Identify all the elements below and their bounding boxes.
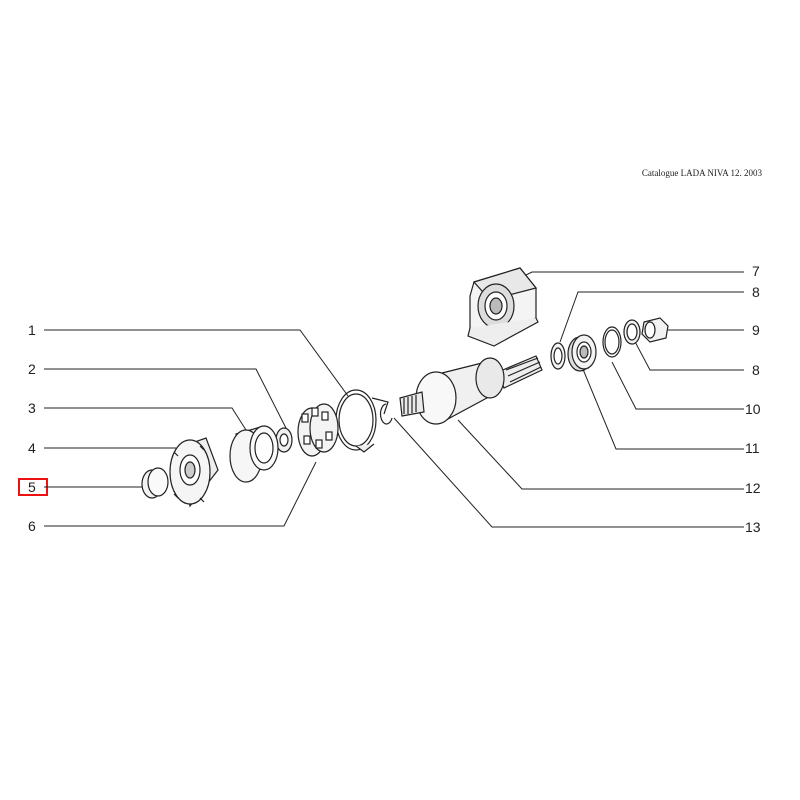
clamp-part-1 [335, 389, 389, 453]
leader-line-6 [44, 461, 317, 527]
callout-5[interactable]: 5 [28, 479, 36, 495]
leader-line-8-top [559, 291, 744, 343]
shaft-part-12 [399, 355, 543, 425]
leader-line-11 [579, 361, 744, 450]
leader-line-12 [457, 419, 744, 490]
callout-13[interactable]: 13 [745, 519, 761, 535]
bearing-part-11 [567, 334, 597, 372]
support-bracket-part-7 [467, 267, 539, 347]
catalogue-header: Catalogue LADA NIVA 12. 2003 [641, 168, 762, 178]
callout-9[interactable]: 9 [752, 322, 760, 338]
callout-12[interactable]: 12 [745, 480, 761, 496]
callout-1[interactable]: 1 [28, 322, 36, 338]
leader-line-13 [393, 417, 744, 528]
leader-line-2 [44, 368, 291, 437]
housing-cup-part-3 [229, 425, 279, 483]
circlip-part-13 [379, 403, 393, 425]
leader-line-10 [611, 361, 744, 410]
callout-8-top[interactable]: 8 [752, 284, 760, 300]
leader-line-7 [515, 271, 744, 281]
callout-2[interactable]: 2 [28, 361, 36, 377]
nut-part-9 [641, 317, 669, 343]
callout-8-bottom[interactable]: 8 [752, 362, 760, 378]
callout-7[interactable]: 7 [752, 263, 760, 279]
cage-part-6 [297, 403, 339, 457]
callout-3[interactable]: 3 [28, 400, 36, 416]
callout-4[interactable]: 4 [28, 440, 36, 456]
leader-line-3 [44, 407, 247, 431]
callout-6[interactable]: 6 [28, 518, 36, 534]
leader-line-8-bottom [631, 335, 744, 371]
inner-race-part-2 [275, 427, 293, 453]
flange-part-4 [169, 437, 219, 508]
cap-part-5 [141, 467, 169, 499]
snap-ring-part-10 [602, 326, 622, 358]
leader-line-1 [44, 329, 349, 397]
callout-11[interactable]: 11 [745, 440, 760, 456]
callout-10[interactable]: 10 [745, 401, 761, 417]
